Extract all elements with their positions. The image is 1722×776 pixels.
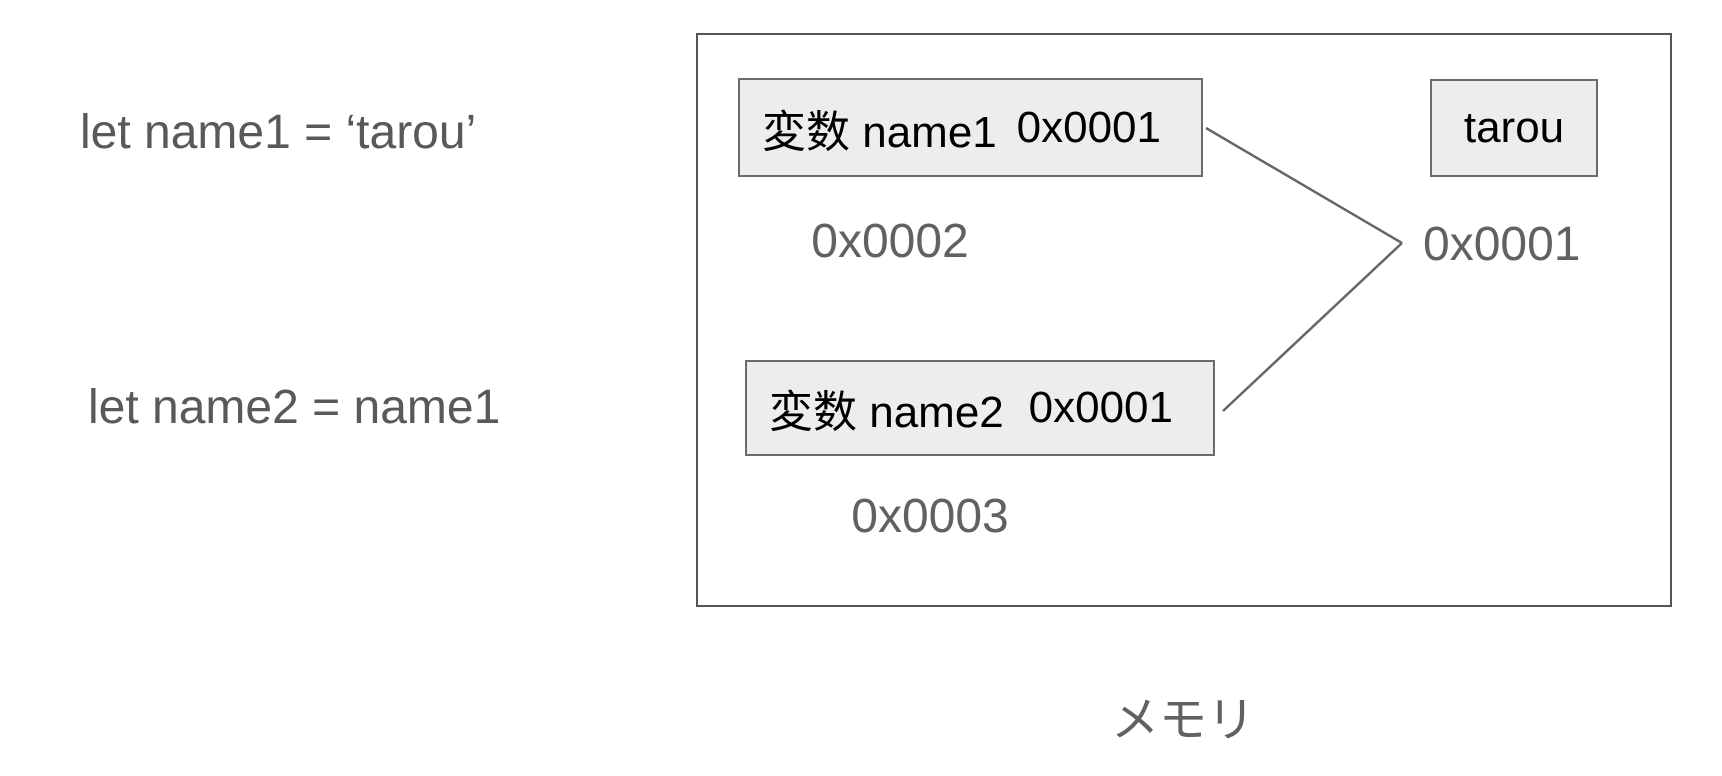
code-statement-2: let name2 = name1 [88, 381, 501, 434]
variable-cell-name2-label: 変数 name2 [769, 388, 1004, 437]
code-statement-1: let name1 = ‘tarou’ [80, 106, 477, 159]
variable-cell-name1: 変数 name1 0x0001 [738, 78, 1203, 177]
variable-cell-name2-value: 0x0001 [1028, 383, 1173, 432]
heap-value-cell: tarou [1430, 79, 1598, 177]
address-label-var1: 0x0002 [811, 215, 969, 268]
heap-value-text: tarou [1463, 103, 1565, 152]
variable-cell-name1-value: 0x0001 [1016, 102, 1161, 152]
address-label-heap: 0x0001 [1423, 218, 1581, 271]
memory-caption: メモリ [1110, 694, 1255, 747]
address-label-var2: 0x0003 [851, 490, 1009, 543]
variable-cell-name2: 変数 name2 0x0001 [745, 360, 1215, 456]
variable-cell-name1-label: 変数 name1 [762, 107, 997, 157]
